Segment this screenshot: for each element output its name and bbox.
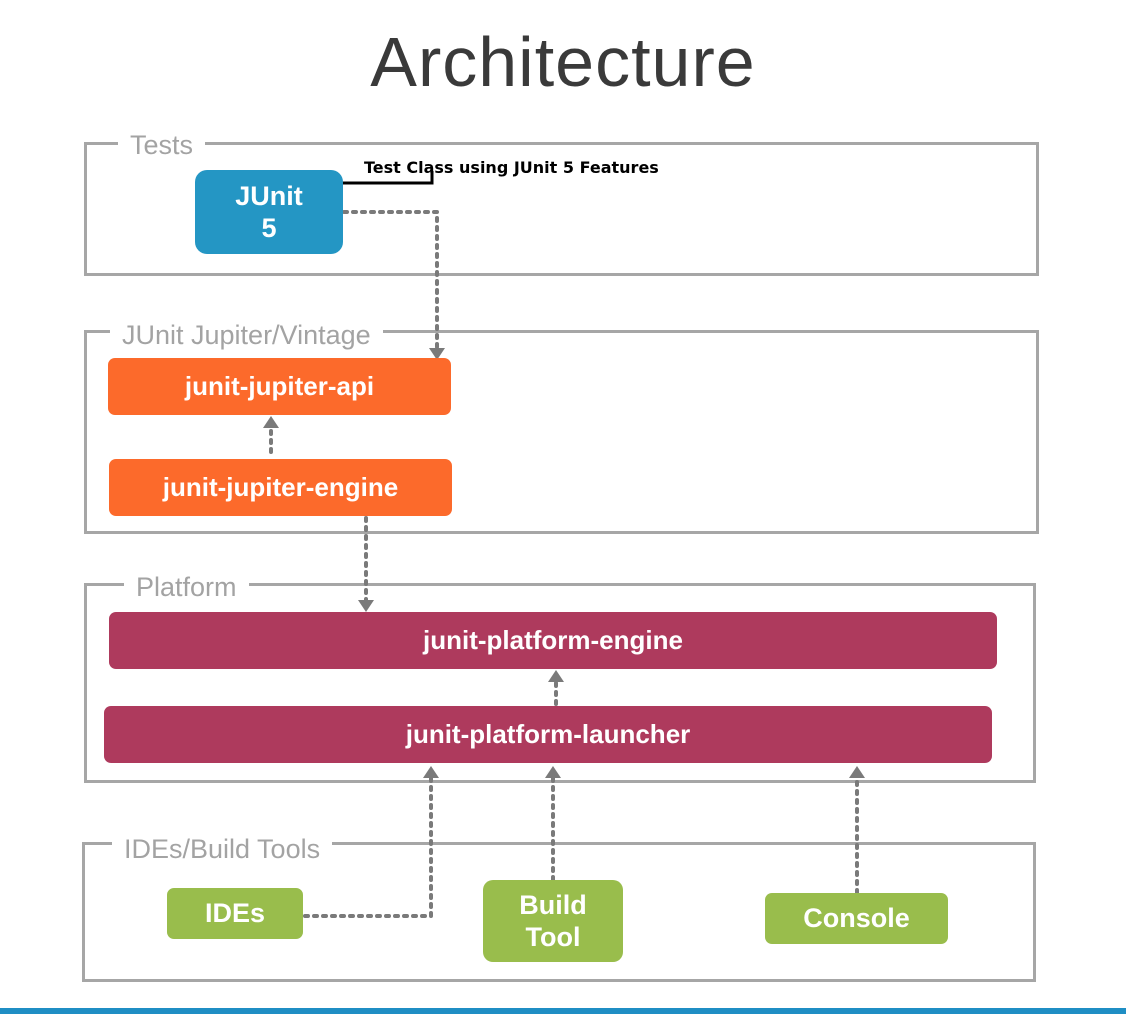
console-box: Console bbox=[765, 893, 948, 944]
tests-group bbox=[84, 142, 1039, 276]
junit-platform-launcher-box: junit-platform-launcher bbox=[104, 706, 992, 763]
junit5-label-line2: 5 bbox=[261, 213, 277, 243]
arrowhead-api bbox=[429, 348, 445, 360]
tools-group-label: IDEs/Build Tools bbox=[112, 834, 333, 864]
platform-group-label: Platform bbox=[124, 572, 249, 602]
annotation-callout-line bbox=[342, 171, 434, 185]
junit-jupiter-api-box: junit-jupiter-api bbox=[108, 358, 451, 415]
arrowhead-api-up bbox=[263, 416, 279, 428]
build-tool-box: Build Tool bbox=[483, 880, 623, 962]
junit-jupiter-engine-box: junit-jupiter-engine bbox=[109, 459, 452, 516]
connector-ides-to-launcher bbox=[303, 776, 433, 918]
arrowhead-build bbox=[545, 766, 561, 778]
page-title: Architecture bbox=[370, 23, 756, 101]
jupiter-group bbox=[84, 330, 1039, 534]
bottom-accent-bar bbox=[0, 1008, 1126, 1014]
annotation-text: Test Class using JUnit 5 Features bbox=[364, 158, 659, 177]
junit5-box: JUnit 5 bbox=[195, 170, 343, 254]
jupiter-group-label: JUnit Jupiter/Vintage bbox=[110, 320, 383, 350]
arrowhead-engine-up bbox=[548, 670, 564, 682]
ides-box: IDEs bbox=[167, 888, 303, 939]
platform-group bbox=[84, 583, 1036, 783]
junit-platform-engine-box: junit-platform-engine bbox=[109, 612, 997, 669]
tests-group-label: Tests bbox=[118, 130, 206, 160]
build-tool-label-line1: Build bbox=[519, 890, 587, 920]
arrowhead-console bbox=[849, 766, 865, 778]
connector-junit5-to-api bbox=[342, 210, 439, 350]
arrowhead-ides bbox=[423, 766, 439, 778]
junit5-label-line1: JUnit bbox=[235, 181, 303, 211]
arrowhead-platform-engine bbox=[358, 600, 374, 612]
build-tool-label-line2: Tool bbox=[525, 922, 581, 952]
tools-group bbox=[82, 842, 1036, 982]
